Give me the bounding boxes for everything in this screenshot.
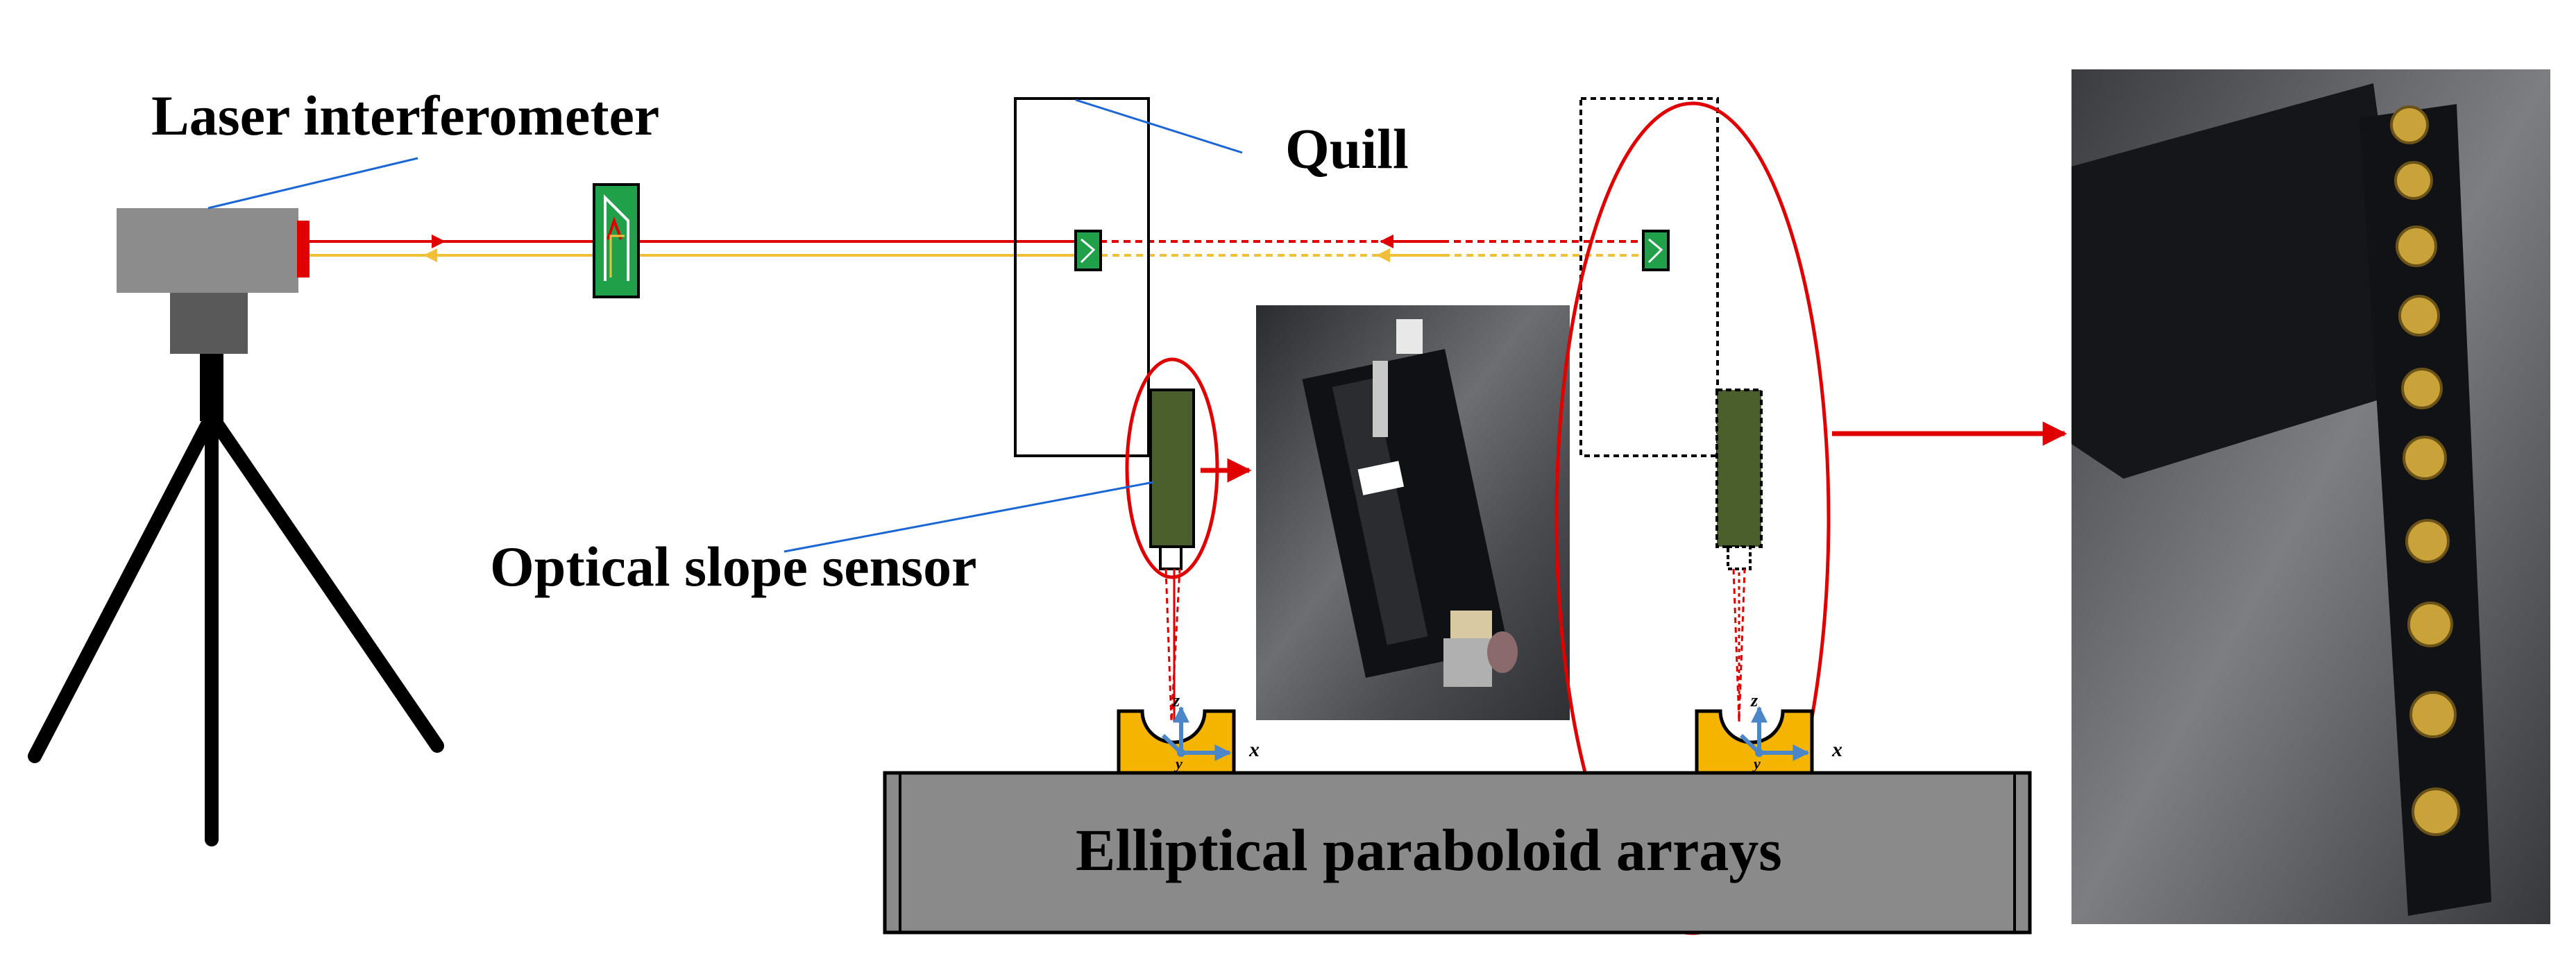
paraboloid-array-base: [883, 771, 2032, 935]
axis-z-label-1: z: [1172, 690, 1180, 710]
slope-sensor-2-lens: [1727, 545, 1752, 570]
axis-x-label-2: x: [1831, 738, 1842, 761]
sensor-beams-1: [1164, 568, 1181, 722]
coordinate-axes-2: [1739, 706, 1810, 761]
optical-slope-sensor-label: Optical slope sensor: [490, 535, 977, 598]
quill-box-moved: [1579, 97, 1719, 457]
quill-leader-line: [1075, 99, 1243, 154]
sensor-leader-line: [783, 481, 1154, 553]
sensor-beams-2: [1732, 568, 1746, 722]
laser-interferometer-head: [117, 208, 310, 354]
optical-slope-sensor-photo: [1256, 305, 1570, 720]
tripod: [28, 352, 444, 846]
laser-interferometer-label: Laser interferometer: [151, 84, 660, 147]
retroreflector-2: [1642, 230, 1670, 271]
axis-z-label-2: z: [1750, 690, 1759, 710]
quill-label: Quill: [1285, 117, 1409, 180]
laser-aperture: [297, 221, 310, 278]
laser-leader-line: [207, 157, 418, 210]
quill-box: [1014, 97, 1150, 457]
axis-x-label-1: x: [1248, 738, 1260, 761]
paraboloid-array-photo: [2071, 69, 2550, 924]
slope-sensor-2: [1715, 389, 1763, 548]
slope-sensor-1: [1149, 389, 1195, 548]
retroreflector-1: [1074, 230, 1102, 271]
paraboloid-arrays-label: Elliptical paraboloid arrays: [1076, 817, 1782, 883]
coordinate-axes-1: [1161, 706, 1232, 761]
axis-y-label-1: y: [1173, 755, 1183, 772]
beam-splitter-optic: [593, 183, 640, 298]
laser-beams: [310, 235, 1650, 262]
axis-y-label-2: y: [1752, 755, 1761, 772]
slope-sensor-1-lens: [1159, 545, 1183, 570]
